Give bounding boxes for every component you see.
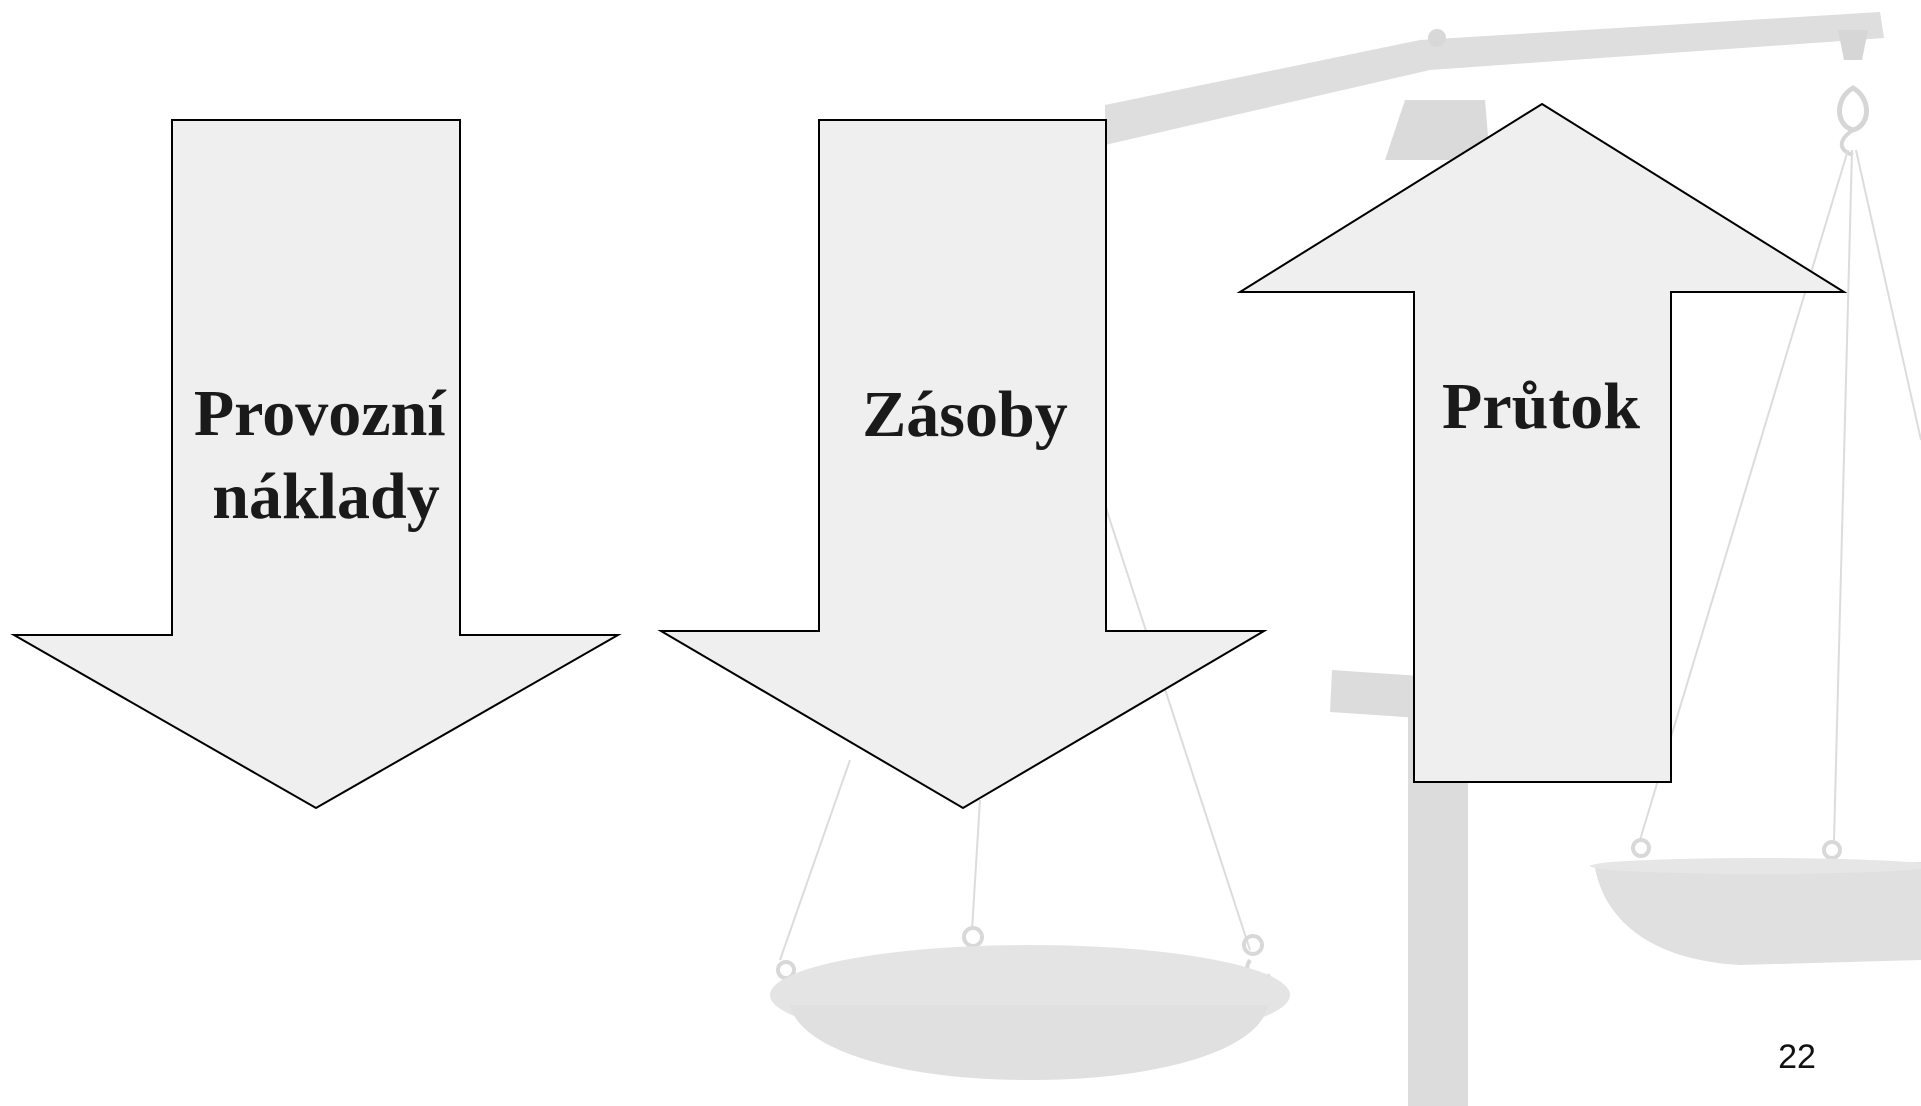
- label-line: Průtok: [1442, 370, 1640, 443]
- arrow-throughput: Průtok: [1236, 102, 1848, 783]
- arrow-label: Zásoby: [862, 378, 1067, 451]
- label-line: náklady: [212, 460, 439, 533]
- page-number: 22: [1778, 1038, 1816, 1076]
- arrow-label: Provozní náklady: [194, 377, 462, 533]
- up-arrow-shape: [1236, 102, 1848, 783]
- arrow-label: Průtok: [1442, 370, 1640, 443]
- arrow-operating-costs: Provozní náklady: [10, 119, 622, 810]
- label-line: Zásoby: [862, 378, 1067, 451]
- down-arrow-shape: [657, 119, 1268, 810]
- arrow-inventory: Zásoby: [657, 119, 1268, 810]
- balance-scale-icon: [770, 12, 1921, 1106]
- label-line: Provozní: [194, 377, 447, 450]
- down-arrow-shape: [10, 119, 622, 810]
